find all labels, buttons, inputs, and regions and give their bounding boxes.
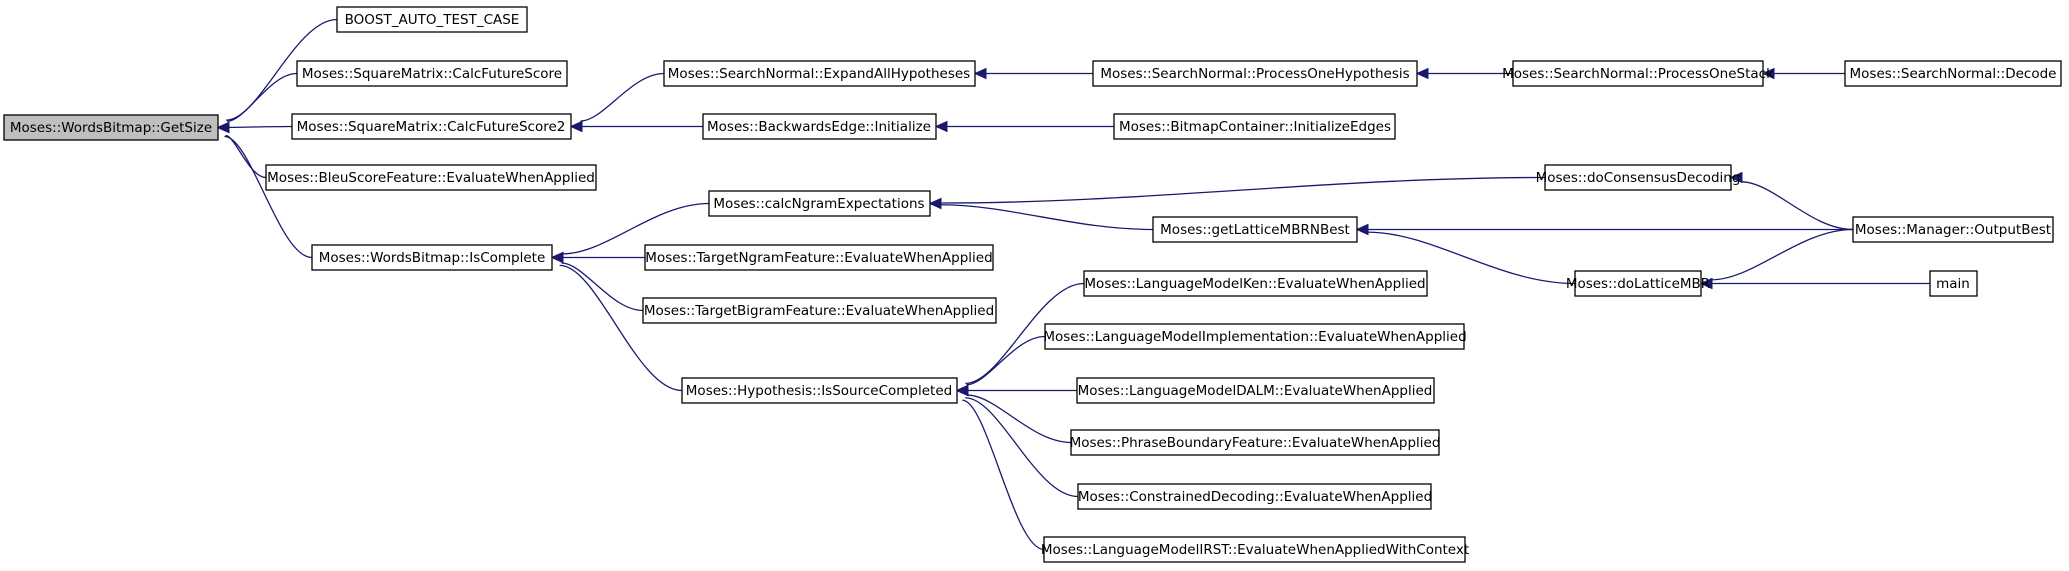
edge-lmirst_evaluate-to-issourcecompleted (962, 399, 1045, 551)
node-initializeedges[interactable]: Moses::BitmapContainer::InitializeEdges (1113, 113, 1396, 140)
svg-text:Moses::ConstrainedDecoding::Ev: Moses::ConstrainedDecoding::EvaluateWhen… (1078, 489, 1432, 505)
edge-boost_auto_test_case-to-getsize (226, 18, 338, 121)
edge-doconsensusdecoding-to-calcngramexpectations (940, 176, 1546, 204)
svg-text:Moses::LanguageModelImplementa: Moses::LanguageModelImplementation::Eval… (1043, 329, 1466, 345)
edge-targetbigram_evaluate-to-iscomplete (561, 262, 644, 312)
node-expandallhypotheses[interactable]: Moses::SearchNormal::ExpandAllHypotheses (663, 60, 976, 87)
svg-text:Moses::WordsBitmap::IsComplete: Moses::WordsBitmap::IsComplete (319, 250, 546, 266)
svg-text:Moses::PhraseBoundaryFeature::: Moses::PhraseBoundaryFeature::EvaluateWh… (1070, 435, 1441, 451)
svg-text:main: main (1936, 276, 1970, 292)
svg-text:Moses::doLatticeMBR: Moses::doLatticeMBR (1566, 276, 1710, 292)
svg-text:Moses::SearchNormal::ExpandAll: Moses::SearchNormal::ExpandAllHypotheses (668, 66, 970, 82)
node-getsize[interactable]: Moses::WordsBitmap::GetSize (3, 114, 219, 141)
svg-text:Moses::calcNgramExpectations: Moses::calcNgramExpectations (713, 196, 924, 212)
svg-text:Moses::BitmapContainer::Initia: Moses::BitmapContainer::InitializeEdges (1119, 119, 1391, 135)
svg-text:Moses::LanguageModelDALM::Eval: Moses::LanguageModelDALM::EvaluateWhenAp… (1078, 383, 1433, 399)
svg-text:Moses::SearchNormal::ProcessOn: Moses::SearchNormal::ProcessOneStack (1502, 66, 1774, 82)
edge-arrowhead-calcngramexpectations (928, 197, 942, 210)
svg-text:Moses::LanguageModelIRST::Eval: Moses::LanguageModelIRST::EvaluateWhenAp… (1041, 542, 1469, 558)
edge-arrowhead-getsize (216, 121, 230, 134)
node-constraineddecoding-evaluate[interactable]: Moses::ConstrainedDecoding::EvaluateWhen… (1077, 483, 1432, 510)
edge-arrowhead-backwardsedge_initialize (934, 120, 948, 133)
node-calcngramexpectations[interactable]: Moses::calcNgramExpectations (708, 190, 931, 217)
edge-issourcecompleted-to-iscomplete (559, 264, 683, 392)
node-decode[interactable]: Moses::SearchNormal::Decode (1844, 60, 2062, 87)
svg-text:Moses::SearchNormal::ProcessOn: Moses::SearchNormal::ProcessOneHypothesi… (1100, 66, 1409, 82)
svg-text:BOOST_AUTO_TEST_CASE: BOOST_AUTO_TEST_CASE (345, 12, 520, 28)
node-processonestack[interactable]: Moses::SearchNormal::ProcessOneStack (1502, 60, 1774, 87)
node-issourcecompleted[interactable]: Moses::Hypothesis::IsSourceCompleted (681, 377, 958, 404)
node-iscomplete[interactable]: Moses::WordsBitmap::IsComplete (311, 244, 553, 271)
node-lmirst-evaluate[interactable]: Moses::LanguageModelIRST::EvaluateWhenAp… (1041, 536, 1469, 563)
edge-calcfuturescore2-to-getsize (228, 125, 293, 129)
edge-arrowhead-iscomplete (550, 251, 564, 264)
edge-arrowhead-processonestack (1761, 67, 1775, 80)
call-graph-nodes: Moses::WordsBitmap::GetSize BOOST_AUTO_T… (3, 6, 2062, 563)
svg-text:Moses::SquareMatrix::CalcFutur: Moses::SquareMatrix::CalcFutureScore (302, 66, 562, 82)
edge-getlatticembrnbest-to-calcngramexpectations (940, 204, 1154, 231)
svg-text:Moses::Manager::OutputBest: Moses::Manager::OutputBest (1855, 222, 2051, 238)
edge-arrowhead-issourcecompleted (955, 384, 969, 397)
svg-text:Moses::SearchNormal::Decode: Moses::SearchNormal::Decode (1850, 66, 2057, 82)
svg-text:Moses::BleuScoreFeature::Evalu: Moses::BleuScoreFeature::EvaluateWhenApp… (267, 170, 595, 186)
svg-text:Moses::LanguageModelKen::Evalu: Moses::LanguageModelKen::EvaluateWhenApp… (1084, 276, 1425, 292)
node-dolatticembr[interactable]: Moses::doLatticeMBR (1566, 270, 1710, 297)
svg-text:Moses::BackwardsEdge::Initiali: Moses::BackwardsEdge::Initialize (707, 119, 931, 135)
edge-arrowhead-processonehypothesis (1415, 67, 1429, 80)
node-outputbest[interactable]: Moses::Manager::OutputBest (1852, 216, 2054, 243)
edge-iscomplete-to-getsize (224, 135, 313, 259)
node-targetngram-evaluate[interactable]: Moses::TargetNgramFeature::EvaluateWhenA… (644, 244, 994, 271)
node-backwardsedge-initialize[interactable]: Moses::BackwardsEdge::Initialize (702, 113, 937, 140)
node-boost-auto-test-case[interactable]: BOOST_AUTO_TEST_CASE (336, 6, 528, 33)
edge-outputbest-to-doconsensusdecoding (1741, 181, 1854, 231)
edge-expandallhypotheses-to-calcfuturescore2 (580, 72, 665, 122)
edge-arrowhead-doconsensusdecoding (1729, 171, 1743, 184)
edge-lmken_evaluate-to-issourcecompleted (965, 282, 1085, 385)
node-doconsensusdecoding[interactable]: Moses::doConsensusDecoding (1536, 164, 1741, 191)
edge-phraseboundary_evaluate-to-issourcecompleted (967, 394, 1072, 444)
node-phraseboundary-evaluate[interactable]: Moses::PhraseBoundaryFeature::EvaluateWh… (1070, 429, 1441, 456)
edge-calcngramexpectations-to-iscomplete (562, 202, 710, 255)
call-graph-edges (216, 18, 1930, 551)
svg-text:Moses::SquareMatrix::CalcFutur: Moses::SquareMatrix::CalcFutureScore2 (297, 119, 566, 135)
node-lmdalm-evaluate[interactable]: Moses::LanguageModelDALM::EvaluateWhenAp… (1076, 377, 1435, 404)
svg-text:Moses::getLatticeMBRNBest: Moses::getLatticeMBRNBest (1160, 222, 1350, 238)
node-calcfuturescore[interactable]: Moses::SquareMatrix::CalcFutureScore (296, 60, 568, 87)
edge-lmimpl_evaluate-to-issourcecompleted (966, 335, 1046, 386)
node-getlatticembrnbest[interactable]: Moses::getLatticeMBRNBest (1152, 216, 1358, 243)
node-processonehypothesis[interactable]: Moses::SearchNormal::ProcessOneHypothesi… (1092, 60, 1418, 87)
edge-constraineddecoding_evaluate-to-issourcecompleted (965, 397, 1079, 498)
node-lmken-evaluate[interactable]: Moses::LanguageModelKen::EvaluateWhenApp… (1083, 270, 1428, 297)
edge-arrowhead-calcfuturescore2 (569, 120, 583, 133)
node-bleuscore-evaluate[interactable]: Moses::BleuScoreFeature::EvaluateWhenApp… (265, 164, 597, 191)
svg-text:Moses::TargetNgramFeature::Eva: Moses::TargetNgramFeature::EvaluateWhenA… (645, 250, 992, 266)
node-calcfuturescore2[interactable]: Moses::SquareMatrix::CalcFutureScore2 (291, 113, 572, 140)
svg-text:Moses::WordsBitmap::GetSize: Moses::WordsBitmap::GetSize (10, 120, 212, 136)
edge-calcfuturescore-to-getsize (226, 72, 298, 122)
edge-arrowhead-dolatticembr (1699, 277, 1713, 290)
node-main[interactable]: main (1929, 270, 1978, 297)
edge-arrowhead-getlatticembrnbest (1355, 223, 1369, 236)
svg-text:Moses::Hypothesis::IsSourceCom: Moses::Hypothesis::IsSourceCompleted (686, 383, 952, 399)
node-lmimpl-evaluate[interactable]: Moses::LanguageModelImplementation::Eval… (1043, 323, 1467, 350)
svg-text:Moses::TargetBigramFeature::Ev: Moses::TargetBigramFeature::EvaluateWhen… (644, 303, 994, 319)
node-targetbigram-evaluate[interactable]: Moses::TargetBigramFeature::EvaluateWhen… (642, 297, 997, 324)
edge-dolatticembr-to-getlatticembrnbest (1367, 231, 1576, 285)
edge-outputbest-to-dolatticembr (1711, 228, 1854, 281)
edge-arrowhead-expandallhypotheses (973, 67, 987, 80)
svg-text:Moses::doConsensusDecoding: Moses::doConsensusDecoding (1536, 170, 1741, 186)
